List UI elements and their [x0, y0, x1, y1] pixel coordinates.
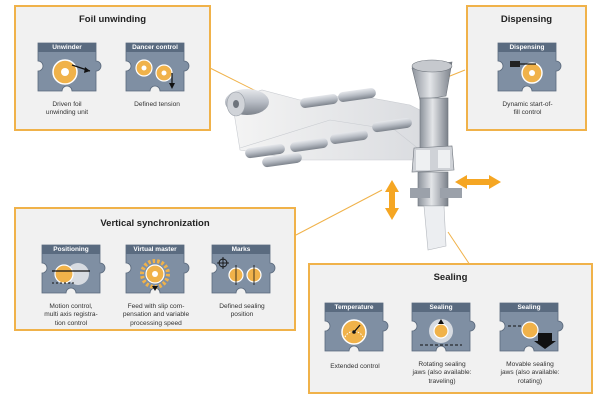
foil-unwinding-panel: Foil unwinding Unwinder Driven foil unwi… — [14, 5, 211, 131]
dispensing-label: Dispensing — [509, 44, 545, 51]
movable-sealing-caption: Movable sealing jaws (also available: ro… — [500, 361, 560, 385]
dancer-control-caption: Defined tension — [134, 101, 180, 108]
temperature-label: Temperature — [334, 304, 374, 311]
sealing-panel: Sealing Temperature Extended control Sea… — [308, 263, 593, 394]
rotating-sealing-caption: Rotating sealing jaws (also available: t… — [412, 361, 472, 385]
dancer-control-piece: Dancer control — [120, 39, 190, 97]
sealing-title: Sealing — [433, 272, 468, 283]
unwinder-label: Unwinder — [52, 44, 82, 51]
vertical-sync-panel: Vertical synchronization Positioning Mot… — [14, 207, 296, 331]
marks-piece: Marks — [206, 241, 276, 299]
dancer-rollers-icon — [135, 59, 175, 89]
rotating-sealing-label: Sealing — [429, 304, 453, 311]
positioning-icon — [52, 263, 90, 285]
movable-sealing-label: Sealing — [517, 304, 541, 311]
dispensing-caption: Dynamic start-of- fill control — [502, 101, 553, 117]
unwinder-caption: Driven foil unwinding unit — [45, 101, 89, 117]
temperature-caption: Extended control — [330, 363, 380, 370]
marks-caption: Defined sealing position — [219, 303, 265, 319]
positioning-label: Positioning — [53, 246, 89, 253]
dispensing-title: Dispensing — [500, 14, 553, 25]
marks-crosshair-icon — [217, 257, 262, 285]
dancer-control-label: Dancer control — [132, 44, 178, 51]
virtual-master-label: Virtual master — [133, 246, 177, 253]
unwinder-roll-icon — [52, 59, 91, 85]
foil-unwinding-title: Foil unwinding — [78, 14, 146, 25]
rotating-sealing-piece: Sealing — [406, 299, 476, 357]
virtual-master-caption: Feed with slip com- pensation and variab… — [122, 303, 190, 327]
vertical-sync-title: Vertical synchronization — [100, 218, 210, 229]
virtual-master-gear-icon — [140, 259, 170, 291]
temperature-gauge-icon — [341, 319, 367, 345]
dispensing-panel: Dispensing Dispensing Dynamic start-of- … — [466, 5, 587, 131]
dispensing-piece: Dispensing — [492, 39, 562, 97]
movable-jaws-icon — [508, 321, 556, 349]
positioning-caption: Motion control, multi axis registra- tio… — [44, 303, 98, 327]
virtual-master-piece: Virtual master — [120, 241, 190, 299]
temperature-piece: Temperature — [319, 299, 389, 357]
dispensing-icon — [510, 61, 543, 84]
marks-label: Marks — [231, 246, 251, 253]
rotating-jaws-icon — [420, 319, 462, 346]
movable-sealing-piece: Sealing — [494, 299, 564, 357]
unwinder-piece: Unwinder — [32, 39, 102, 97]
positioning-piece: Positioning — [36, 241, 106, 299]
